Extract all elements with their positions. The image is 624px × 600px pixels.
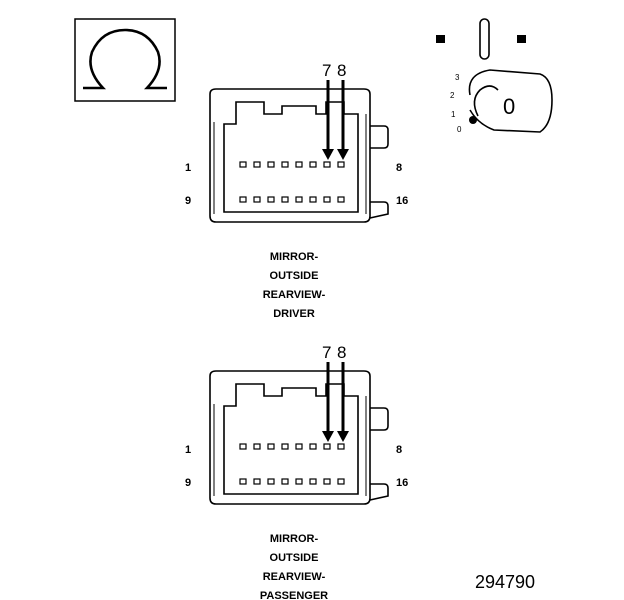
lower-tab xyxy=(369,201,389,219)
pin-top-2 xyxy=(253,161,261,168)
pin-bottom-10 xyxy=(253,196,261,203)
right-marker-icon xyxy=(517,35,526,43)
pin-bottom-13 xyxy=(295,478,303,485)
key-position-1: 1 xyxy=(451,110,456,119)
caption-line: OUTSIDE xyxy=(270,552,319,564)
ignition-key-graphic: 0 3 2 1 0 xyxy=(436,18,553,134)
pin-top-5 xyxy=(295,443,303,450)
pin-label-9: 9 xyxy=(185,477,191,489)
connector-housing xyxy=(209,88,371,223)
pin-bottom-15 xyxy=(323,478,331,485)
pin-top-1 xyxy=(239,443,247,450)
probe-arrowhead-icon xyxy=(337,149,349,160)
pin-label-8: 8 xyxy=(396,162,402,174)
latch-tab xyxy=(370,125,389,149)
probe-pin-label: 7 xyxy=(322,61,331,80)
pin-top-6 xyxy=(309,161,317,168)
pin-bottom-9 xyxy=(239,196,247,203)
pin-top-3 xyxy=(267,161,275,168)
ohm-symbol-box xyxy=(74,18,176,102)
pin-top-1 xyxy=(239,161,247,168)
pin-bottom-12 xyxy=(281,478,289,485)
pin-bottom-9 xyxy=(239,478,247,485)
pin-bottom-15 xyxy=(323,196,331,203)
probe-pin-label: 8 xyxy=(337,61,346,80)
pin-bottom-13 xyxy=(295,196,303,203)
key-slot-icon xyxy=(479,18,490,60)
pin-bottom-11 xyxy=(267,478,275,485)
caption-line: REARVIEW- xyxy=(263,571,326,583)
pin-bottom-16 xyxy=(337,478,345,485)
pin-bottom-10 xyxy=(253,478,261,485)
pin-bottom-14 xyxy=(309,196,317,203)
probe-pin-label: 7 xyxy=(322,343,331,362)
left-marker-icon xyxy=(436,35,445,43)
probe-arrowhead-icon xyxy=(322,149,334,160)
pin-bottom-11 xyxy=(267,196,275,203)
latch-tab xyxy=(370,407,389,431)
caption-line: OUTSIDE xyxy=(270,270,319,282)
figure-number: 294790 xyxy=(475,572,535,592)
caption-line: REARVIEW- xyxy=(263,289,326,301)
pin-top-4 xyxy=(281,443,289,450)
key-glyph: 0 xyxy=(503,94,515,119)
lower-tab xyxy=(369,483,389,501)
pin-top-3 xyxy=(267,443,275,450)
pin-label-16: 16 xyxy=(396,477,408,489)
pin-label-9: 9 xyxy=(185,195,191,207)
pin-label-1: 1 xyxy=(185,162,191,174)
ohm-icon xyxy=(83,28,167,90)
pin-bottom-16 xyxy=(337,196,345,203)
caption-line: DRIVER xyxy=(273,308,315,320)
caption-line: MIRROR- xyxy=(270,533,319,545)
pin-top-4 xyxy=(281,161,289,168)
connector-cavity xyxy=(223,383,359,495)
pin-top-7 xyxy=(323,161,331,168)
key-position-3: 3 xyxy=(455,73,460,82)
caption-line: PASSENGER xyxy=(260,590,328,600)
key-position-2: 2 xyxy=(450,91,455,100)
caption-line: MIRROR- xyxy=(270,251,319,263)
pin-label-16: 16 xyxy=(396,195,408,207)
pin-label-8: 8 xyxy=(396,444,402,456)
pin-top-5 xyxy=(295,161,303,168)
pin-bottom-12 xyxy=(281,196,289,203)
key-position-0: 0 xyxy=(457,125,462,134)
pin-top-8 xyxy=(337,443,345,450)
probe-pin-label: 8 xyxy=(337,343,346,362)
pin-top-8 xyxy=(337,161,345,168)
pin-label-1: 1 xyxy=(185,444,191,456)
probe-arrowhead-icon xyxy=(337,431,349,442)
connector-cavity xyxy=(223,101,359,213)
key-position-dot-icon xyxy=(469,116,477,124)
pin-top-2 xyxy=(253,443,261,450)
connector-housing xyxy=(209,370,371,505)
pin-bottom-14 xyxy=(309,478,317,485)
pin-top-7 xyxy=(323,443,331,450)
probe-arrowhead-icon xyxy=(322,431,334,442)
pin-top-6 xyxy=(309,443,317,450)
